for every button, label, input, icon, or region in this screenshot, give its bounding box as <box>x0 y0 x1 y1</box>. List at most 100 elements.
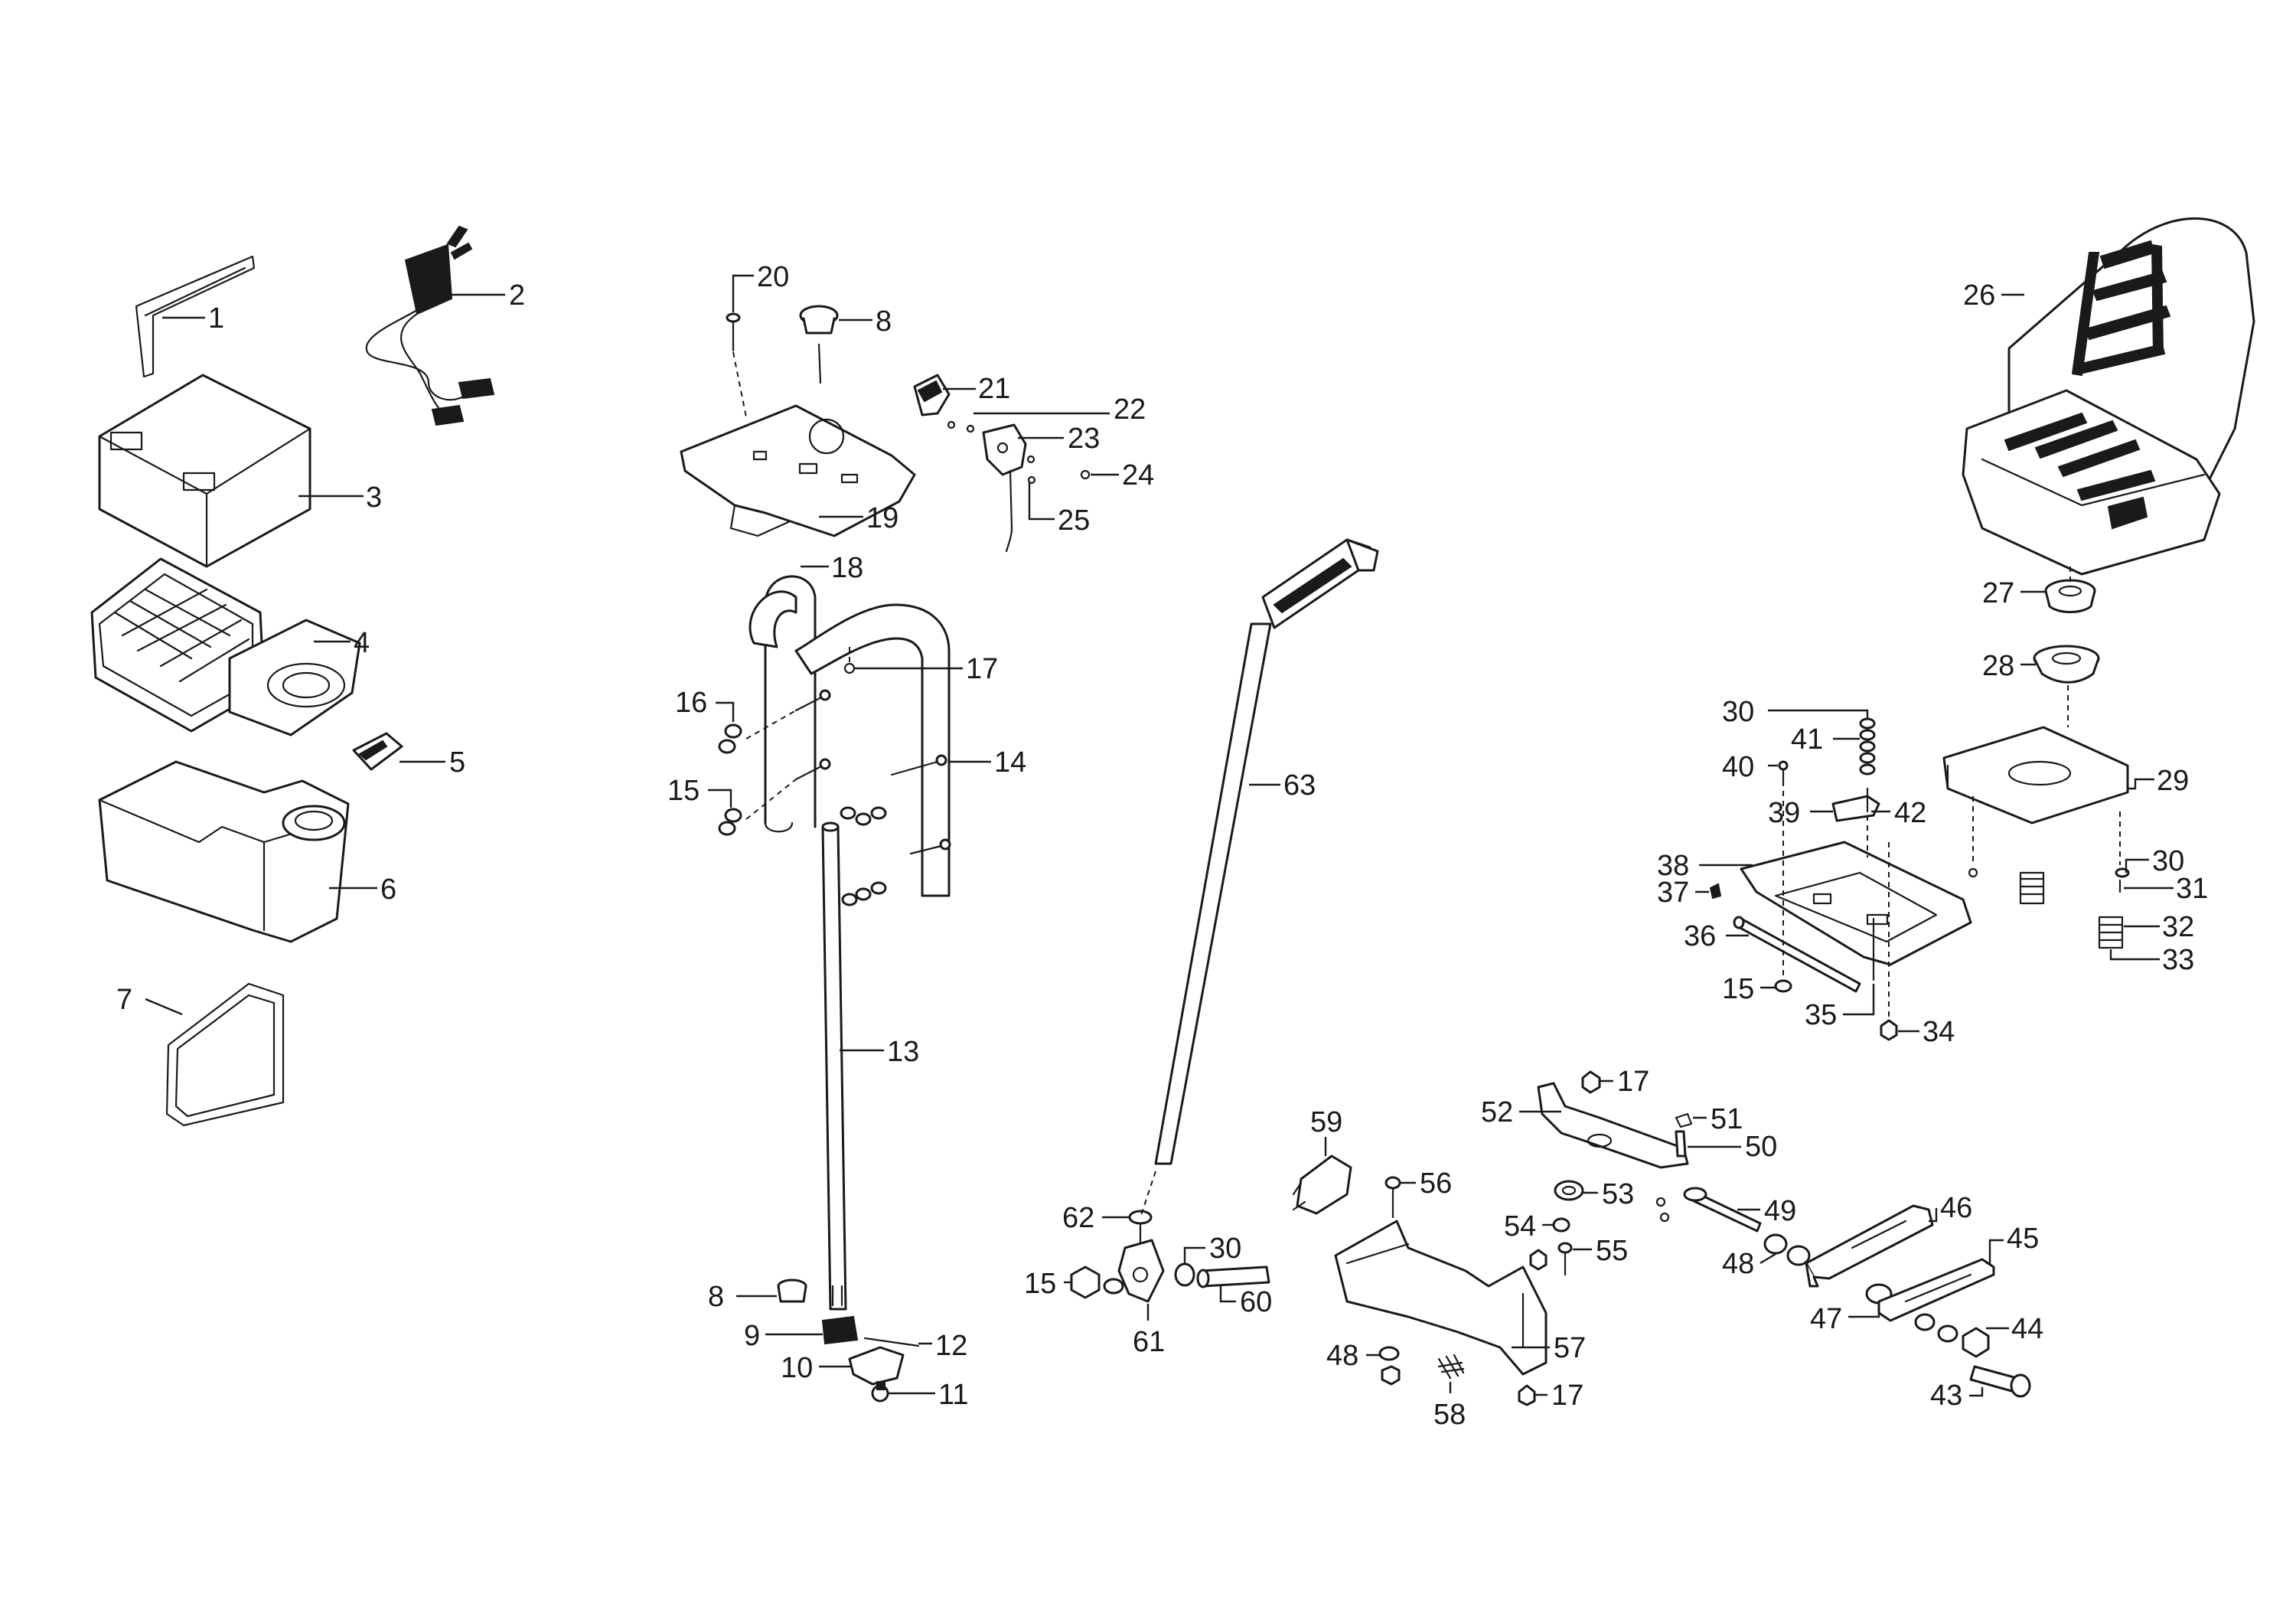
callout-36: 36 <box>1684 920 1716 952</box>
callout-48b: 48 <box>1326 1340 1358 1372</box>
part-2-charger <box>365 225 495 426</box>
part-57-bracket <box>1334 1220 1548 1376</box>
callout-59: 59 <box>1310 1106 1342 1138</box>
part-8-bushing-bottom <box>777 1278 807 1303</box>
part-38-frame <box>1740 841 1972 966</box>
part-13-shaft <box>821 821 847 1311</box>
part-11-bolt <box>871 1381 889 1403</box>
callout-11: 11 <box>938 1379 968 1411</box>
callout-10: 10 <box>781 1352 813 1384</box>
callout-47: 47 <box>1810 1303 1842 1335</box>
callout-49: 49 <box>1764 1195 1796 1227</box>
callout-26: 26 <box>1963 279 1995 312</box>
part-9-gear <box>821 1315 859 1345</box>
part-20-screw <box>726 312 741 352</box>
part-44-nut <box>1914 1313 1990 1358</box>
part-56-bolt <box>1384 1176 1401 1219</box>
part-61-clevis <box>1103 1239 1165 1303</box>
part-14-bolts <box>745 689 951 906</box>
part-60-pin <box>1196 1265 1270 1288</box>
callout-15: 15 <box>667 775 700 807</box>
callout-21: 21 <box>978 373 1010 405</box>
part-58-spring <box>1437 1354 1465 1380</box>
callout-17b: 17 <box>1617 1066 1649 1098</box>
callout-32: 32 <box>2162 911 2194 943</box>
part-45-link <box>1877 1258 1995 1322</box>
part-46-link <box>1805 1204 1934 1288</box>
callout-53: 53 <box>1602 1178 1634 1210</box>
callout-17c: 17 <box>1551 1380 1583 1412</box>
callout-8b: 8 <box>708 1281 724 1313</box>
callout-29: 29 <box>2157 765 2189 797</box>
part-49-rod <box>1683 1187 1762 1233</box>
part-28-dish <box>2033 645 2100 684</box>
callout-30: 30 <box>1209 1233 1241 1265</box>
callout-15c: 15 <box>1722 973 1754 1005</box>
part-15-nut <box>1070 1265 1101 1299</box>
callout-56: 56 <box>1420 1167 1452 1200</box>
callout-48: 48 <box>1722 1248 1754 1280</box>
part-43-bolt <box>1969 1365 2031 1398</box>
part-23-switch-bracket <box>947 420 1091 553</box>
callout-23: 23 <box>1068 423 1100 455</box>
callout-28: 28 <box>1982 650 2014 682</box>
callout-14: 14 <box>994 746 1026 779</box>
callout-37: 37 <box>1657 877 1689 909</box>
callout-8: 8 <box>876 305 892 338</box>
part-6-tank <box>98 760 350 943</box>
part-5-latch <box>352 732 403 771</box>
callout-20: 20 <box>757 261 789 293</box>
part-50-pin <box>1675 1130 1687 1158</box>
callout-24: 24 <box>1122 459 1154 491</box>
part-48-washer <box>1378 1346 1401 1386</box>
callout-13: 13 <box>887 1036 919 1068</box>
part-59-bracket <box>1292 1154 1352 1215</box>
callout-61: 61 <box>1133 1326 1165 1358</box>
callout-31: 31 <box>2176 873 2208 905</box>
callout-35: 35 <box>1805 999 1837 1031</box>
callout-54: 54 <box>1504 1210 1536 1243</box>
callout-2: 2 <box>509 279 525 312</box>
part-1-strap <box>135 255 256 378</box>
callout-27: 27 <box>1982 577 2014 609</box>
callout-4: 4 <box>354 627 370 659</box>
callout-5: 5 <box>449 746 465 779</box>
callout-58: 58 <box>1433 1399 1466 1431</box>
part-29-seat-plate <box>1942 726 2129 825</box>
part-8-bushing-top <box>799 305 839 384</box>
callout-63: 63 <box>1283 769 1316 802</box>
part-32-spring <box>2019 871 2124 949</box>
callout-25: 25 <box>1058 505 1090 537</box>
part-53-bushing <box>1554 1180 1584 1201</box>
part-7-gasket <box>165 982 285 1127</box>
callout-45: 45 <box>2007 1223 2039 1255</box>
part-26-seat <box>1962 217 2255 576</box>
part-55-bolt <box>1557 1242 1573 1276</box>
callout-50: 50 <box>1745 1131 1777 1163</box>
part-4-battery-tray <box>90 557 361 736</box>
callout-15b: 15 <box>1024 1268 1056 1300</box>
callout-57: 57 <box>1554 1332 1586 1364</box>
callout-6: 6 <box>380 874 396 906</box>
callout-40: 40 <box>1722 751 1754 783</box>
callout-33: 33 <box>2162 944 2194 976</box>
callout-46: 46 <box>1940 1192 1972 1224</box>
callout-16: 16 <box>675 687 707 719</box>
part-27-knob <box>2044 579 2096 613</box>
callout-60: 60 <box>1240 1286 1272 1318</box>
callout-52: 52 <box>1481 1096 1513 1128</box>
callout-43: 43 <box>1930 1380 1962 1412</box>
callout-41: 41 <box>1791 723 1823 756</box>
callout-51: 51 <box>1711 1103 1743 1135</box>
part-36-rod <box>1733 916 1861 993</box>
callout-22: 22 <box>1114 394 1146 426</box>
callout-34: 34 <box>1923 1016 1955 1048</box>
callout-30b: 30 <box>1722 696 1754 728</box>
callout-44: 44 <box>2011 1313 2043 1345</box>
callout-9: 9 <box>744 1320 760 1352</box>
part-19-plate <box>680 404 916 537</box>
part-41-washers <box>1859 717 1876 776</box>
part-18-handle-frame <box>748 575 951 897</box>
callout-7: 7 <box>116 984 132 1016</box>
